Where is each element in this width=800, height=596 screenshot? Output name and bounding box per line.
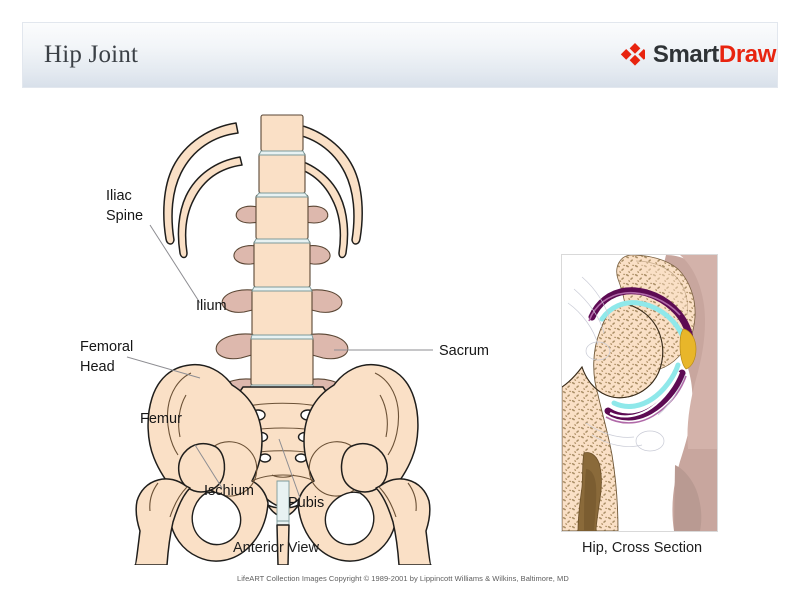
label-iliac-spine-line1: Iliac [106,188,132,204]
caption-anterior-view: Anterior View [233,540,319,556]
anterior-view-figure: .bone { fill:#fae0c6; stroke:#1f1e1c; st… [0,95,800,565]
page-title: Hip Joint [44,41,139,68]
cross-section-panel [561,254,718,532]
smartdraw-logo: SmartDraw [619,41,776,69]
label-ischium: Ischium [204,483,254,499]
left-femur-group [134,442,226,565]
four-diamond-icon [620,43,645,66]
leader-iliac-spine [149,224,201,304]
label-femoral-head-line1: Femoral [80,339,133,355]
label-femur: Femur [140,411,182,427]
label-sacrum: Sacrum [439,343,489,359]
copyright-notice: LifeART Collection Images Copyright © 19… [237,574,569,583]
label-ilium: Ilium [196,298,227,314]
logo-wordmark: SmartDraw [652,41,777,68]
femur-cross-section-group [562,302,664,531]
fascia-lines-group [567,276,687,452]
label-femoral-head-line2: Head [80,359,115,375]
label-iliac-spine-line2: Spine [106,208,143,224]
right-femur-group [340,442,432,565]
label-pubis: Pubis [288,495,324,511]
logo-word-smart: Smart [652,41,719,68]
annotation-layer: Iliac Spine Ilium Femoral Head Femur Isc… [80,188,489,511]
logo-word-draw: Draw [718,41,776,68]
leader-femoral-head [126,356,201,379]
labrum-group [679,328,697,370]
leader-ischium [194,444,223,489]
lumbar-spine-group [215,114,349,405]
header-band [22,22,778,88]
ribs-group [163,122,363,259]
leader-pubis [278,438,301,499]
pubic-symphysis-group [251,474,315,522]
caption-cross-section: Hip, Cross Section [582,540,703,556]
